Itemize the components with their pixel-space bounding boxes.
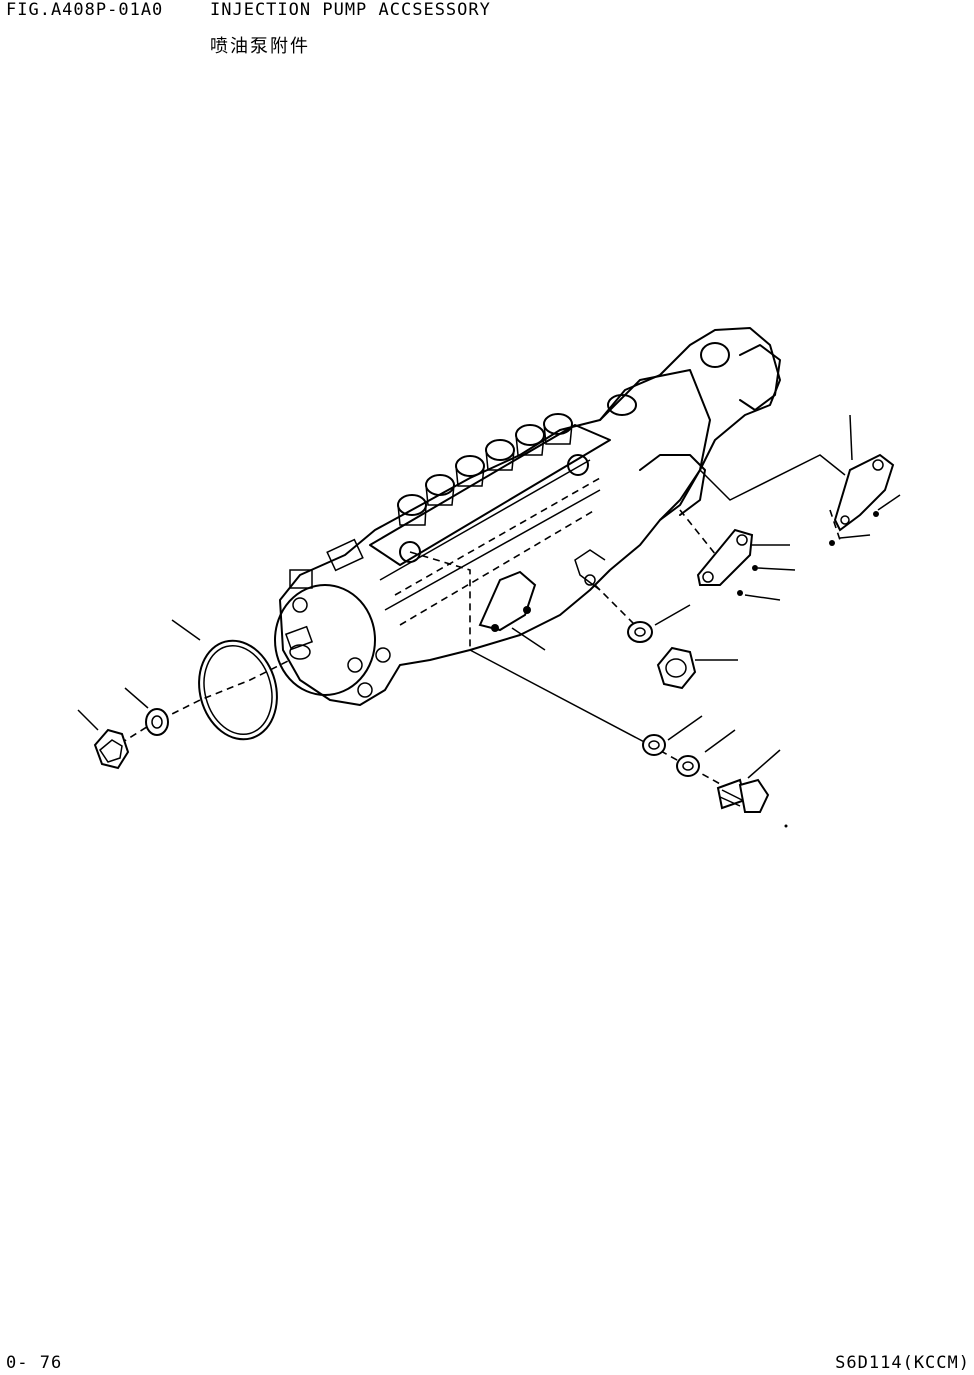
nut: [93, 728, 130, 770]
figure-code: FIG.A408P-01A0: [6, 0, 164, 20]
eye-bolt: [716, 778, 770, 813]
o-ring: [198, 639, 278, 741]
washer-lower-2: [676, 755, 700, 777]
plug: [656, 646, 697, 690]
washer-center: [627, 621, 653, 643]
figure-title-chinese: 喷油泵附件: [210, 36, 310, 57]
bracket-lever: [696, 528, 758, 596]
washer: [145, 708, 169, 736]
washer-lower-1: [642, 734, 666, 756]
bracket-upper: [829, 453, 895, 546]
leader-lines: [77, 414, 901, 828]
model-code: S6D114(KCCM): [835, 1353, 970, 1373]
explode-lines: [109, 454, 846, 796]
page-number: 0- 76: [6, 1353, 63, 1373]
figure-title: INJECTION PUMP ACCSESSORY: [210, 0, 491, 20]
injection-pump-body: [274, 327, 781, 706]
cover-plate: [478, 570, 537, 632]
